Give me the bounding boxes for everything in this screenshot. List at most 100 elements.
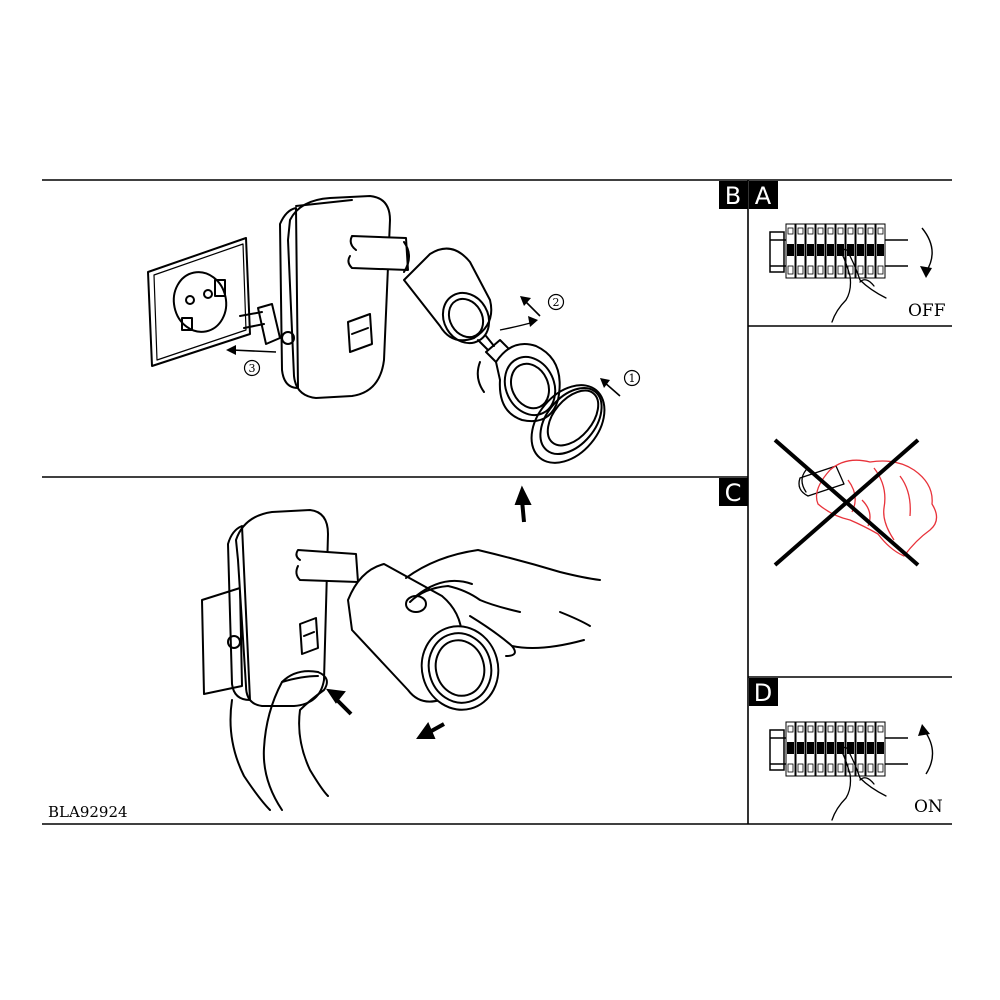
breaker-terminal xyxy=(867,227,874,235)
breaker-terminal xyxy=(837,725,844,733)
circuit-breaker-icon xyxy=(769,721,908,777)
badge-a: A xyxy=(749,181,778,210)
breaker-terminal xyxy=(807,265,814,275)
breaker-terminal xyxy=(827,265,834,275)
breaker-terminal xyxy=(817,763,824,773)
breaker-terminal xyxy=(877,725,884,733)
breaker-terminal xyxy=(787,265,794,275)
breaker-terminal xyxy=(847,725,854,733)
breaker-terminal xyxy=(807,763,814,773)
breaker-terminal xyxy=(797,265,804,275)
prohibited-wet-cloth-icon xyxy=(773,438,938,567)
breaker-terminal xyxy=(827,763,834,773)
step-3-label: 3 xyxy=(249,362,256,375)
led-bulb-icon xyxy=(476,335,561,422)
badge-c: C xyxy=(719,478,748,507)
panel-c-illustration: BLA92924 xyxy=(48,485,601,821)
breaker-terminal xyxy=(877,763,884,773)
breaker-terminal xyxy=(787,763,794,773)
breaker-lever xyxy=(857,742,864,754)
breaker-lever xyxy=(867,742,874,754)
wall-socket-icon xyxy=(147,237,251,367)
breaker-lever xyxy=(827,244,834,256)
breaker-lever xyxy=(847,742,854,754)
breaker-terminal xyxy=(817,265,824,275)
step-badge-1: 1 xyxy=(623,369,641,387)
breaker-lever xyxy=(867,244,874,256)
breaker-terminal xyxy=(847,227,854,235)
breaker-terminal xyxy=(807,725,814,733)
hand-icon xyxy=(831,746,887,821)
rotate-arrow-icon xyxy=(918,724,934,775)
breaker-terminal xyxy=(877,227,884,235)
breaker-terminal xyxy=(797,763,804,773)
breaker-lever xyxy=(787,742,794,754)
step-2-label: 2 xyxy=(553,296,560,309)
breaker-terminal xyxy=(797,227,804,235)
circuit-breaker-icon xyxy=(769,223,908,279)
breaker-terminal xyxy=(797,725,804,733)
breaker-lever xyxy=(837,244,844,256)
breaker-lever xyxy=(797,244,804,256)
breaker-terminal xyxy=(867,265,874,275)
rotate-arrow-icon xyxy=(920,227,933,278)
hand-icon xyxy=(229,670,329,811)
breaker-terminal xyxy=(827,725,834,733)
breaker-lever xyxy=(807,742,814,754)
plug-pins xyxy=(239,303,281,345)
breaker-lever xyxy=(817,244,824,256)
breaker-lever xyxy=(877,244,884,256)
step-badge-3: 3 xyxy=(243,359,261,377)
badge-c-label: C xyxy=(725,479,742,507)
breaker-terminal xyxy=(857,725,864,733)
breaker-terminal xyxy=(837,265,844,275)
breaker-terminal xyxy=(807,227,814,235)
badge-b-label: B xyxy=(725,182,741,210)
breaker-terminal xyxy=(827,227,834,235)
breaker-lever xyxy=(787,244,794,256)
wall-socket-icon xyxy=(201,587,243,695)
badge-d-label: D xyxy=(754,679,772,707)
assembly-arrows xyxy=(325,485,532,739)
step-1-label: 1 xyxy=(629,372,636,385)
step-arrows xyxy=(226,296,621,397)
panel-d-illustration: ON xyxy=(769,721,943,821)
breaker-lever xyxy=(857,244,864,256)
badge-b: B xyxy=(719,181,748,210)
breaker-terminal xyxy=(837,763,844,773)
breaker-terminal xyxy=(817,227,824,235)
breaker-terminal xyxy=(817,725,824,733)
badge-a-label: A xyxy=(755,182,772,210)
breaker-terminal xyxy=(787,725,794,733)
plug-in-spotlight-icon xyxy=(279,195,493,399)
breaker-terminal xyxy=(877,265,884,275)
breaker-terminal xyxy=(867,725,874,733)
breaker-terminal xyxy=(857,227,864,235)
plug-in-spotlight-icon xyxy=(227,509,500,711)
breaker-terminal xyxy=(857,265,864,275)
document-code: BLA92924 xyxy=(48,803,128,821)
badge-d: D xyxy=(749,678,778,707)
breaker-terminal xyxy=(867,763,874,773)
panel-a-illustration: OFF xyxy=(769,223,946,323)
panel-frame xyxy=(42,179,952,825)
breaker-terminal xyxy=(787,227,794,235)
breaker-lever xyxy=(817,742,824,754)
panel-b-illustration: 1 2 3 xyxy=(147,195,641,464)
hand-icon xyxy=(405,549,601,657)
breaker-lever xyxy=(807,244,814,256)
off-label: OFF xyxy=(908,301,946,321)
breaker-lever xyxy=(797,742,804,754)
step-badge-2: 2 xyxy=(547,293,565,311)
breaker-lever xyxy=(827,742,834,754)
breaker-terminal xyxy=(857,763,864,773)
breaker-lever xyxy=(837,742,844,754)
spotlight-outline xyxy=(798,465,845,497)
on-label: ON xyxy=(914,797,943,817)
lens-ring-icon xyxy=(530,384,606,464)
breaker-lever xyxy=(847,244,854,256)
breaker-terminal xyxy=(837,227,844,235)
hand-icon xyxy=(831,248,887,323)
